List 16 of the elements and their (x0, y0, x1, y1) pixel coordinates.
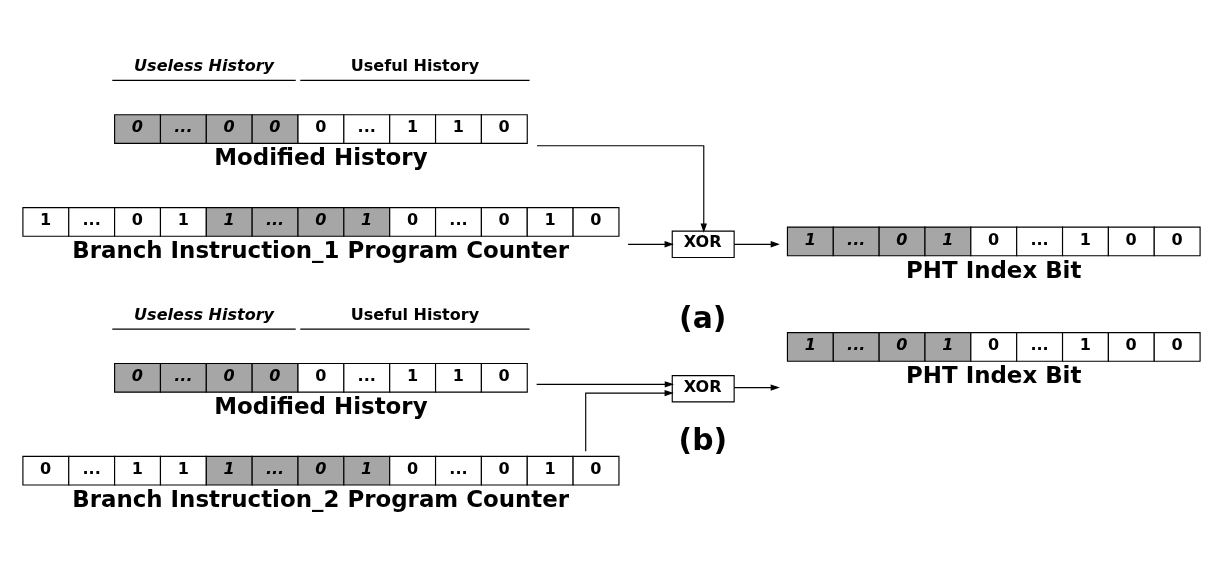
node-label: PHT Index Bit (906, 361, 1082, 388)
label: Useful History (350, 304, 480, 324)
label: Useless History (134, 55, 275, 75)
node-text: 0 ... 0 0 0 ... 1 1 0 (131, 365, 510, 385)
node-label: PHT Index Bit (906, 256, 1082, 283)
node-label: Branch Instruction_1 Program Counter (72, 236, 570, 263)
node-label: Modified History (214, 143, 428, 170)
label: (b) (678, 421, 728, 457)
node-label: Branch Instruction_2 Program Counter (72, 485, 570, 512)
node-text: 1 ... 0 1 0 ... 1 0 0 (804, 334, 1183, 354)
node-text: 1 ... 0 1 0 ... 1 0 0 (804, 229, 1183, 249)
label: (a) (679, 299, 727, 335)
label: Useful History (350, 55, 480, 75)
label: Useless History (134, 304, 275, 324)
node-label: Modified History (214, 392, 428, 419)
node-text: 0 ... 0 0 0 ... 1 1 0 (131, 116, 510, 136)
